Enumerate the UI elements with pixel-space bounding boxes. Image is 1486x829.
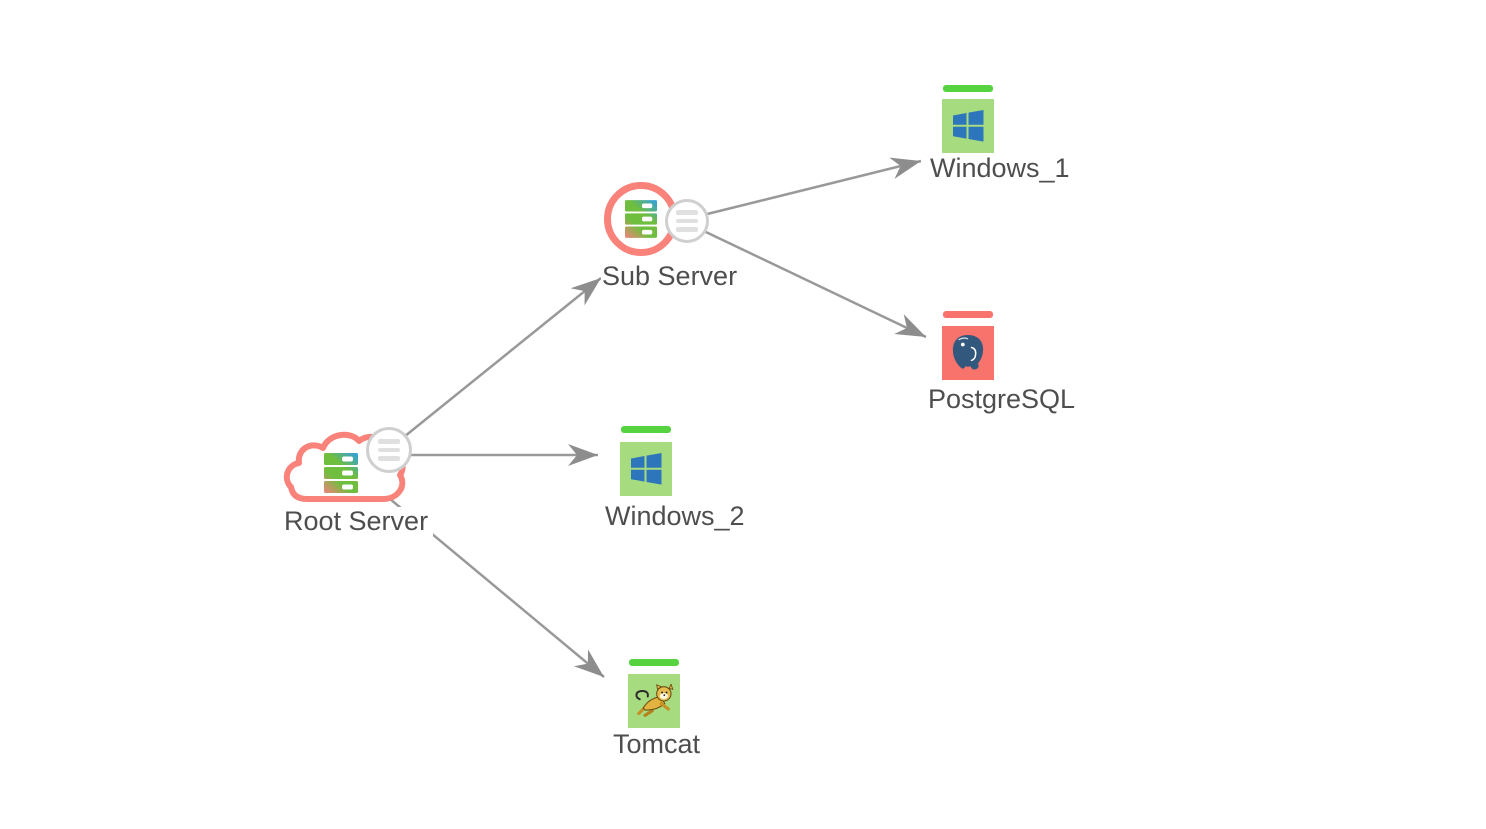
- edge-sub-to-postgresql: [686, 221, 927, 339]
- menu-icon[interactable]: [366, 427, 412, 473]
- server-rack-icon: [625, 200, 657, 238]
- node-label-tomcat: Tomcat: [612, 730, 706, 761]
- node-sub-server[interactable]: [600, 178, 715, 268]
- node-label-root-server: Root Server: [283, 507, 434, 538]
- node-label-sub-server: Sub Server: [601, 262, 743, 293]
- device-tile: [628, 674, 680, 728]
- edge-sub-to-windows-1: [686, 157, 922, 221]
- server-rack-icon: [324, 453, 358, 493]
- status-bar: [629, 659, 679, 666]
- node-label-windows-1: Windows_1: [929, 154, 1075, 185]
- node-tomcat[interactable]: [628, 659, 682, 731]
- status-bar: [943, 311, 993, 318]
- status-bar: [943, 85, 993, 92]
- node-label-postgresql: PostgreSQL: [927, 385, 1081, 416]
- edge-root-to-sub: [388, 277, 602, 450]
- node-windows-1[interactable]: [942, 85, 996, 155]
- device-tile: [620, 442, 672, 496]
- node-root-server[interactable]: [280, 420, 450, 540]
- node-postgresql[interactable]: [942, 311, 996, 383]
- node-windows-2[interactable]: [620, 426, 674, 498]
- device-tile: [942, 326, 994, 380]
- postgresql-elephant-icon: [952, 335, 984, 370]
- node-label-windows-2: Windows_2: [604, 502, 750, 533]
- status-bar: [621, 426, 671, 433]
- menu-icon[interactable]: [665, 199, 709, 243]
- device-tile: [942, 99, 994, 153]
- windows-icon: [631, 453, 662, 485]
- windows-icon: [953, 110, 984, 142]
- tomcat-cat-icon: [635, 684, 674, 717]
